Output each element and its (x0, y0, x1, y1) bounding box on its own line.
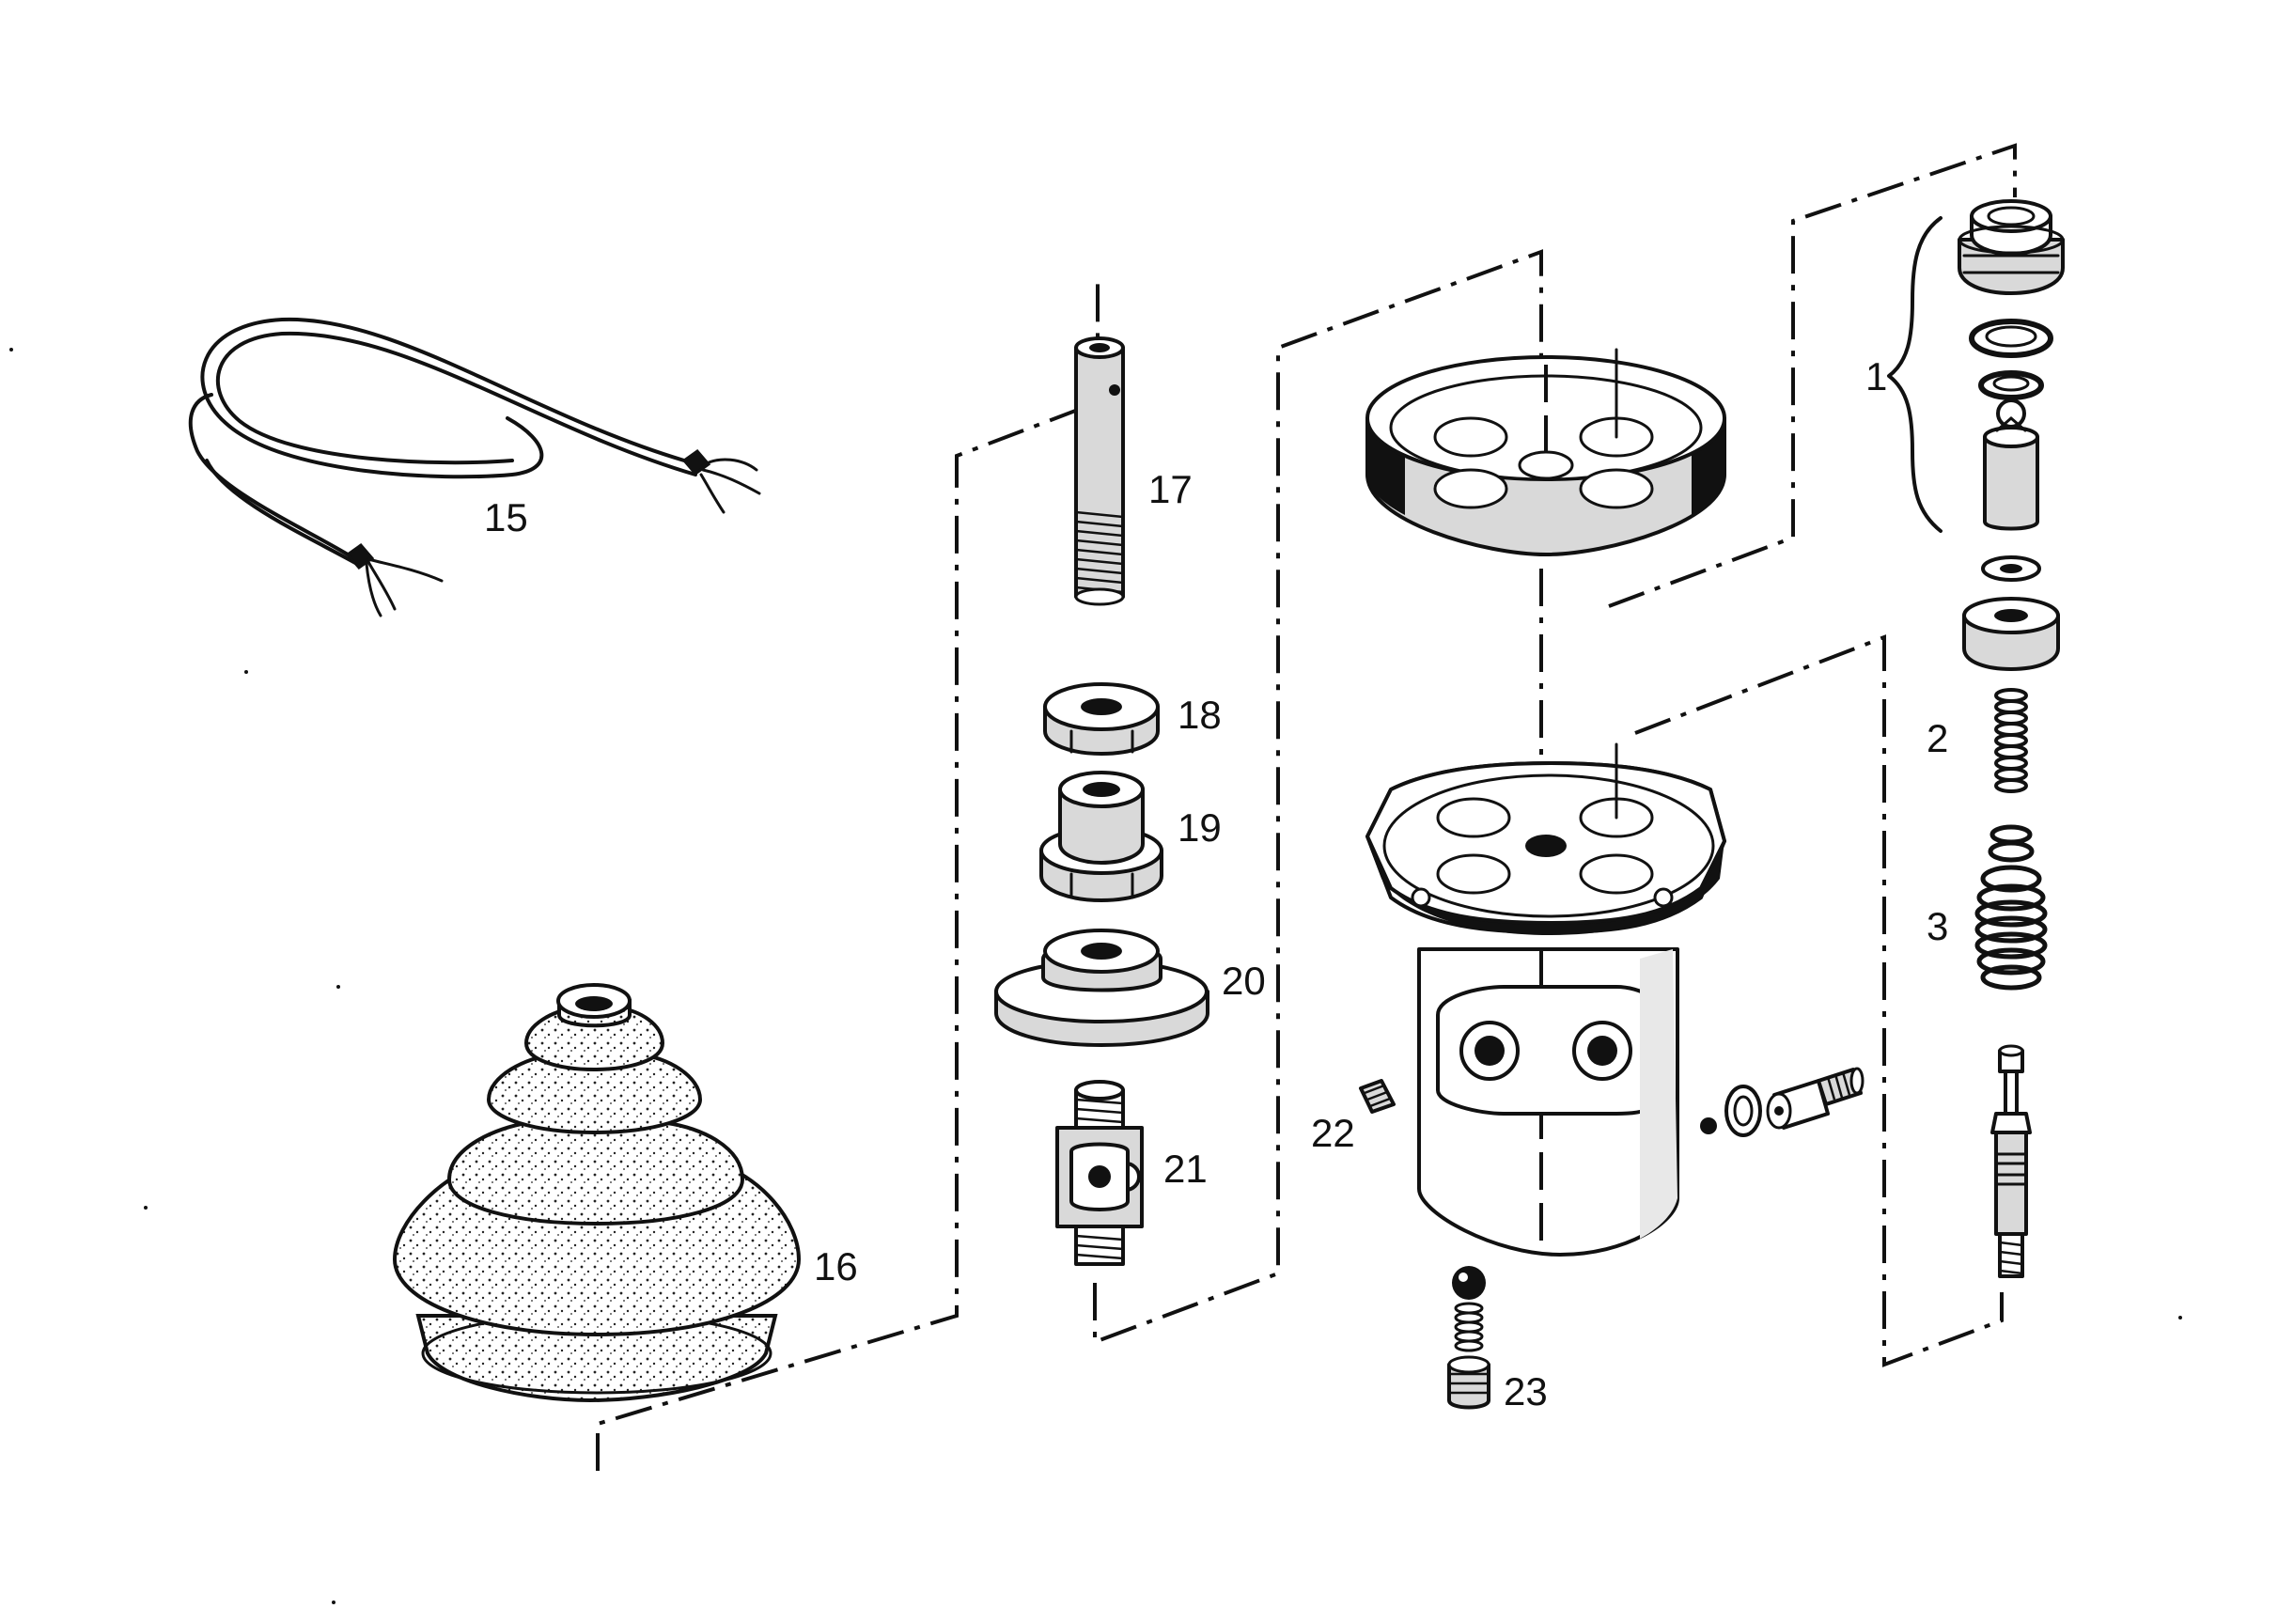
callout-17: 17 (1148, 467, 1193, 511)
callout-21: 21 (1163, 1147, 1208, 1191)
top-cover-ring (1365, 348, 1726, 556)
callout-3: 3 (1927, 904, 1948, 948)
callout-19: 19 (1178, 805, 1222, 850)
part-20-flange-plate (994, 929, 1209, 1047)
callout-16: 16 (814, 1244, 858, 1288)
part-23-spring (1454, 1302, 1484, 1352)
callout-23: 23 (1504, 1369, 1548, 1413)
callout-20: 20 (1222, 959, 1266, 1003)
part-23-check-valve (1447, 1266, 1490, 1410)
callout-2: 2 (1927, 716, 1948, 760)
callout-18: 18 (1178, 693, 1222, 737)
part-22-set-screw (1359, 1079, 1396, 1114)
part-21-universal-joint (1055, 1080, 1144, 1266)
callout-22: 22 (1311, 1111, 1355, 1155)
part-15-cable (188, 317, 761, 617)
callout-15: 15 (484, 495, 528, 539)
part-3-spring-set (1974, 824, 2048, 991)
part-19-coupling-nut (1039, 771, 1163, 902)
part-17-threaded-shaft (1074, 336, 1125, 606)
callout-1: 1 (1865, 354, 1887, 398)
valve-housing (1365, 742, 1726, 1257)
assembly-guide-lines (596, 143, 2017, 1471)
part-16-bellows-boot (392, 983, 802, 1403)
part-2-spring (1994, 688, 2028, 793)
part-18-hex-nut (1043, 682, 1160, 756)
scan-specks (9, 348, 2182, 1604)
part-1-cartridge-group (1887, 199, 2065, 671)
side-fitting (1700, 1067, 1865, 1137)
valve-stem (1990, 1044, 2032, 1278)
